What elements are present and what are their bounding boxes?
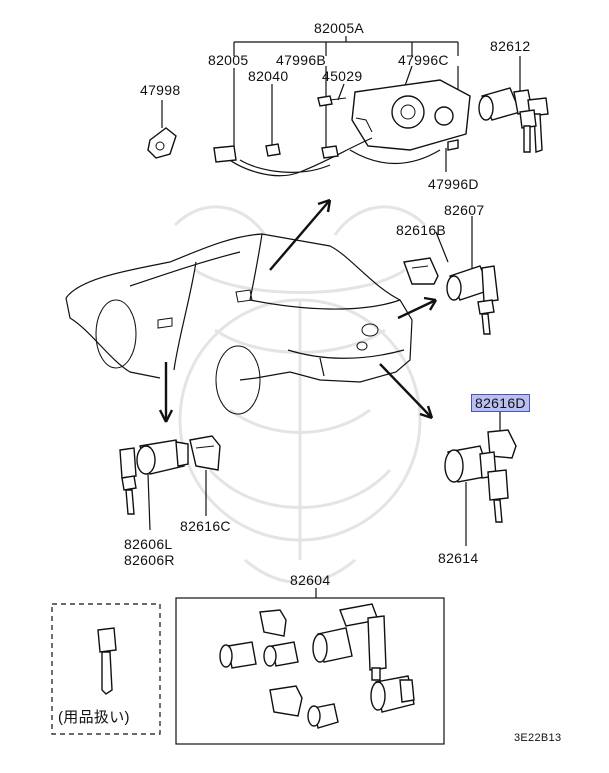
label-47996C: 47996C [398, 52, 449, 68]
rod-holder-icon [147, 127, 177, 159]
label-82616B: 82616B [396, 222, 447, 238]
label-82616D[interactable]: 82616D [471, 394, 530, 412]
lock-cylinder-icon [119, 439, 189, 531]
pointer-arrows [158, 198, 438, 423]
key-icon [519, 97, 549, 153]
lock-cylinder-icon [444, 412, 517, 546]
leader-lines-top [161, 36, 521, 172]
label-82612: 82612 [490, 38, 531, 54]
label-82040: 82040 [248, 68, 289, 84]
label-47998: 47998 [140, 82, 181, 98]
label-82604: 82604 [290, 572, 331, 588]
key-note-box [51, 603, 161, 735]
diagram-code: 3E22B13 [514, 732, 562, 744]
label-45029: 45029 [322, 68, 363, 84]
door-lock-assembly-icon [213, 79, 471, 177]
label-accessory-note: (用品扱い) [58, 709, 130, 726]
label-82607: 82607 [444, 202, 485, 218]
label-82614: 82614 [438, 550, 479, 566]
label-82606L: 82606L [124, 536, 173, 552]
retainer-clip-icon [403, 257, 439, 285]
label-47996D: 47996D [428, 176, 479, 192]
label-82005A: 82005A [314, 20, 365, 36]
retainer-clip-icon [189, 435, 221, 516]
lock-cylinder-icon [478, 87, 533, 121]
label-82616C: 82616C [180, 518, 231, 534]
label-47996B: 47996B [276, 52, 327, 68]
lock-kit-box [175, 588, 445, 745]
car-outline-icon [65, 233, 413, 415]
lock-cylinder-icon [435, 216, 499, 335]
samurai-watermark-icon [173, 205, 427, 584]
label-82005: 82005 [208, 52, 249, 68]
label-82606R: 82606R [124, 552, 175, 568]
